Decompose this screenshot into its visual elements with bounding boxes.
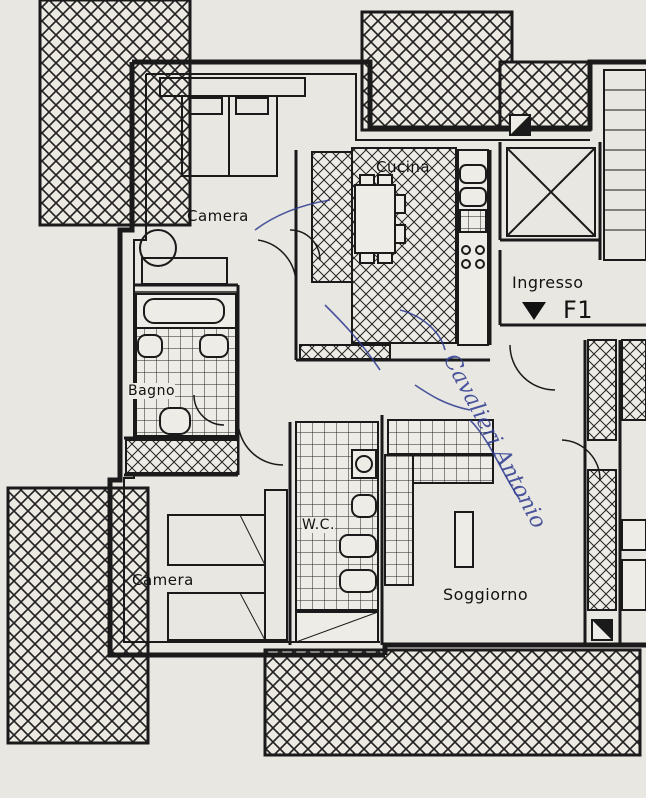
interior-walls: [124, 142, 646, 645]
stairwell: [603, 69, 646, 261]
room-label-ingresso: Ingresso: [512, 273, 584, 292]
twin-beds-bottom: [167, 489, 288, 641]
bathroom-bagno: [125, 293, 239, 474]
balcony-top-left: [38, 0, 192, 227]
floor-label: F1: [563, 296, 594, 324]
north-marker-icon-bottom: [591, 619, 613, 641]
balcony-bottom-left: [6, 486, 150, 745]
north-marker-icon: [509, 114, 531, 136]
armchair-top: [139, 229, 228, 285]
exterior-walls: [107, 59, 646, 658]
room-label-bagno: Bagno: [128, 383, 176, 399]
doors: [193, 229, 601, 481]
double-bed-top: [159, 77, 306, 177]
kitchen: [299, 147, 489, 360]
room-label-wc: W.C.: [302, 517, 335, 533]
room-label-camera-top: Camera: [187, 207, 249, 225]
living-room-furniture: [384, 339, 646, 611]
room-label-camera-bottom: Camera: [132, 571, 194, 589]
balcony-bottom-right: [263, 648, 642, 757]
elevator-shaft: [506, 147, 596, 237]
floor-marker-triangle-icon: [522, 302, 546, 320]
balcony-top-right: [360, 10, 592, 132]
room-label-cucina: Cucina: [376, 158, 431, 176]
signature-strokes: [254, 199, 521, 501]
room-label-soggiorno: Soggiorno: [443, 585, 529, 604]
bathroom-wc: [295, 421, 379, 643]
